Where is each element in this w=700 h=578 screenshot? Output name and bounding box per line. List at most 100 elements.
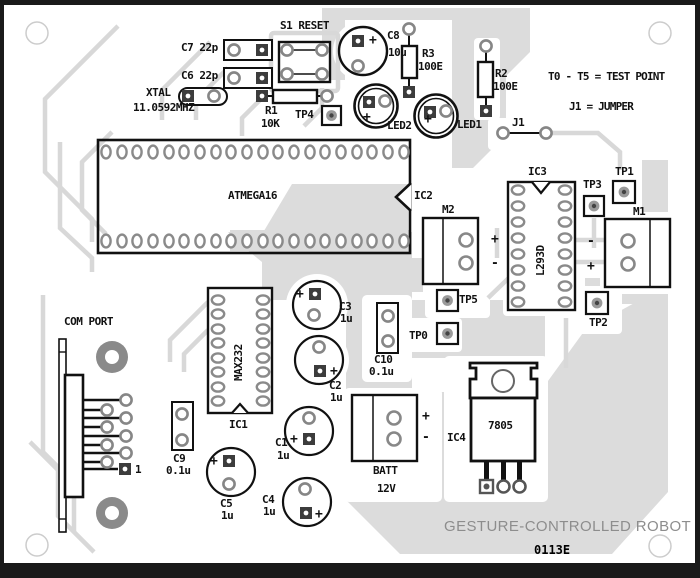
c5-plus-sign: + xyxy=(210,454,218,469)
c2-plus-sign: + xyxy=(330,364,338,379)
led2-plus-sign: + xyxy=(363,110,371,125)
c9-label: C9 xyxy=(173,452,186,465)
ic1-ref-label: IC1 xyxy=(229,418,248,431)
led1-graphic xyxy=(413,93,459,139)
c1-capacitor-graphic xyxy=(283,405,335,457)
c10-capacitor-graphic xyxy=(376,302,399,354)
7805-regulator-graphic xyxy=(468,361,539,495)
c3-value: 1u xyxy=(340,312,353,325)
tp4-testpoint-graphic xyxy=(320,104,343,127)
tp0-label: TP0 xyxy=(409,329,428,342)
tp2-testpoint-graphic xyxy=(584,290,610,316)
r1-label: R1 xyxy=(265,104,278,117)
c7-capacitor-graphic xyxy=(223,39,273,61)
xtal-crystal-graphic xyxy=(178,87,228,106)
board-code: 0113E xyxy=(534,543,571,557)
tp2-label: TP2 xyxy=(589,316,608,329)
batt-label: BATT xyxy=(373,464,398,477)
atmega16-part-label: ATMEGA16 xyxy=(228,189,277,202)
r1-value: 10K xyxy=(261,117,280,130)
tp5-label: TP5 xyxy=(459,293,478,306)
c8-capacitor-graphic xyxy=(337,25,389,77)
r3-label: R3 xyxy=(422,47,435,60)
r2-label: R2 xyxy=(495,67,508,80)
batt-terminal-graphic xyxy=(350,393,419,463)
m1-plus-sign: + xyxy=(587,259,595,274)
c9-value: 0.1u xyxy=(166,464,191,477)
j1-label: J1 xyxy=(512,116,525,129)
board-title: GESTURE-CONTROLLED ROBOT xyxy=(444,518,692,535)
tp5-testpoint-graphic xyxy=(435,288,460,313)
m1-label: M1 xyxy=(633,205,646,218)
c1-plus-sign: + xyxy=(290,432,298,447)
led2-graphic xyxy=(353,83,399,129)
7805-part-label: 7805 xyxy=(488,419,513,432)
c6-label: C6 22p xyxy=(181,69,218,82)
m2-terminal-graphic xyxy=(421,216,480,286)
note-test-points: T0 - T5 = TEST POINT xyxy=(548,70,665,83)
r3-resistor-graphic xyxy=(400,22,419,98)
c2-label: C2 xyxy=(329,379,342,392)
c10-value: 0.1u xyxy=(369,365,394,378)
m2-label: M2 xyxy=(442,203,455,216)
c3-label: C3 xyxy=(339,300,352,313)
m1-terminal-graphic xyxy=(603,217,672,289)
com-port-label: COM PORT xyxy=(64,315,113,328)
led1-label: LED1 xyxy=(457,118,482,131)
c3-capacitor-graphic xyxy=(291,279,343,331)
s1-label: S1 RESET xyxy=(280,19,329,32)
j1-jumper-graphic xyxy=(496,126,553,140)
m1-minus-sign: - xyxy=(587,234,595,249)
c8-plus-sign: + xyxy=(369,33,377,48)
c4-plus-sign: + xyxy=(315,507,323,522)
tp4-label: TP4 xyxy=(295,108,314,121)
ic4-ref-label: IC4 xyxy=(447,431,466,444)
7805-pads xyxy=(478,478,527,495)
s1-reset-switch-graphic xyxy=(277,40,332,84)
c2-value: 1u xyxy=(330,391,343,404)
c8-value: 10u xyxy=(388,46,407,59)
tp3-testpoint-graphic xyxy=(582,194,606,218)
tp1-label: TP1 xyxy=(615,165,634,178)
c7-label: C7 22p xyxy=(181,41,218,54)
com-port-pin1-label: 1 xyxy=(135,463,142,476)
com-port-connector-graphic xyxy=(58,338,133,533)
c2-capacitor-graphic xyxy=(293,334,345,386)
c5-value: 1u xyxy=(221,509,234,522)
c4-label: C4 xyxy=(262,493,275,506)
max232-part-label: MAX232 xyxy=(232,344,245,381)
r2-value: 100E xyxy=(493,80,518,93)
c5-label: C5 xyxy=(220,497,233,510)
r2-resistor-graphic xyxy=(476,39,495,117)
m2-minus-sign: - xyxy=(491,256,499,271)
c4-value: 1u xyxy=(263,505,276,518)
c1-value: 1u xyxy=(277,449,290,462)
ic2-ref-label: IC2 xyxy=(414,189,433,202)
led1-plus-sign: + xyxy=(424,112,432,127)
c5-capacitor-graphic xyxy=(205,446,257,498)
atmega16-ic-graphic xyxy=(96,138,412,255)
m2-plus-sign: + xyxy=(491,232,499,247)
batt-plus-sign: + xyxy=(422,409,430,424)
atmega16-pins-top xyxy=(100,144,410,160)
l293d-part-label: L293D xyxy=(534,245,547,276)
note-jumper: J1 = JUMPER xyxy=(569,100,634,113)
tp3-label: TP3 xyxy=(583,178,602,191)
r1-resistor-graphic xyxy=(256,88,334,105)
c3-plus-sign: + xyxy=(296,287,304,302)
c8-label: C8 xyxy=(387,29,400,42)
c1-label: C1 xyxy=(275,436,288,449)
tp1-testpoint-graphic xyxy=(611,179,637,205)
c6-capacitor-graphic xyxy=(223,67,273,89)
r3-value: 100E xyxy=(418,60,443,73)
mounting-holes xyxy=(25,21,672,558)
ic3-ref-label: IC3 xyxy=(528,165,547,178)
batt-value: 12V xyxy=(377,482,396,495)
batt-minus-sign: - xyxy=(422,430,430,445)
led2-label: LED2 xyxy=(387,119,412,132)
xtal-label: XTAL xyxy=(146,86,171,99)
c10-label: C10 xyxy=(374,353,393,366)
